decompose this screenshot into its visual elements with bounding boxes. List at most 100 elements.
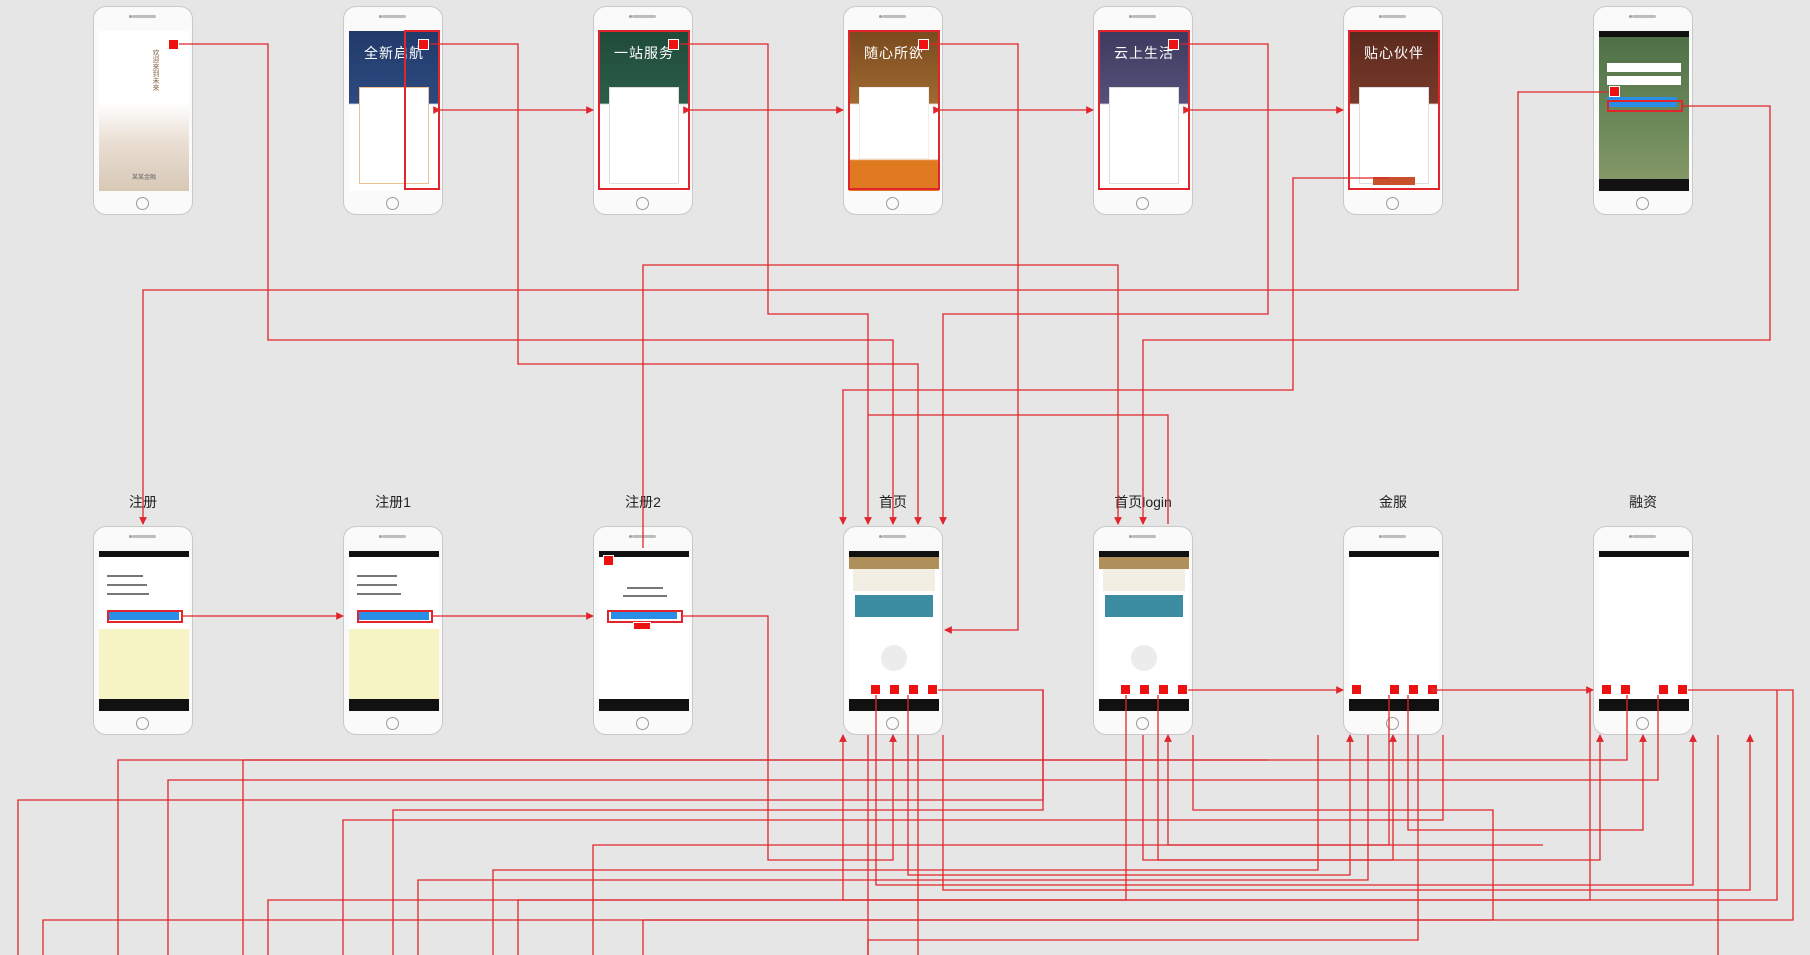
phone-register[interactable] [93,526,193,735]
tab-hotspot-4[interactable] [927,684,938,695]
tab-hotspot-2[interactable] [889,684,900,695]
camera-icon [879,15,882,18]
speaker-icon [1132,535,1156,538]
home-button-icon [1136,717,1149,730]
login-button[interactable] [1607,97,1677,107]
skip-hotspot[interactable] [918,39,929,50]
submit-button[interactable] [611,610,677,619]
phone-register1[interactable] [343,526,443,735]
splash-title: 一站服务 [614,46,674,62]
placeholder-icon [881,645,907,671]
home-button-icon [636,197,649,210]
speaker-icon [382,535,406,538]
start-button[interactable] [1373,177,1415,185]
promo-banner[interactable] [1105,595,1183,617]
tab-hotspot-4[interactable] [1677,684,1688,695]
tab-hotspot-3[interactable] [1408,684,1419,695]
speaker-icon [1132,15,1156,18]
next-hotspot-frame[interactable] [357,610,433,623]
tab-hotspot-1[interactable] [1120,684,1131,695]
welcome-text: 欢迎来到未来 [152,49,160,91]
tab-hotspot-3[interactable] [908,684,919,695]
speaker-icon [1632,535,1656,538]
skip-hotspot[interactable] [668,39,679,50]
text-line [357,575,397,577]
camera-icon [629,15,632,18]
resend-hotspot[interactable] [633,622,651,630]
system-nav-bar [1099,699,1189,711]
home-button-icon [1636,197,1649,210]
home-button-icon [1386,197,1399,210]
home-button-icon [1136,197,1149,210]
home-header [849,557,939,569]
screen-splash-1: 欢迎来到未来 某某金融 [99,31,189,191]
status-bar [1349,551,1439,557]
home-button-icon [886,717,899,730]
tab-hotspot-3[interactable] [1158,684,1169,695]
quick-entry-bar [1103,569,1185,591]
system-nav-bar [849,699,939,711]
feature-card [609,87,679,184]
system-nav-bar [599,699,689,711]
home-button-icon [886,197,899,210]
system-nav-bar [1599,699,1689,711]
feature-card [859,87,929,159]
feature-card [1359,87,1429,184]
login-hotspot-frame[interactable] [1607,100,1683,112]
tab-hotspot-3[interactable] [1658,684,1669,695]
screen-home-login [1099,551,1189,711]
keyboard-area [349,629,439,699]
status-bar [599,551,689,557]
screen-splash-2: 全新启航 [349,31,439,191]
screen-rongzi [1599,551,1689,711]
screen-splash-4: 随心所欲 [849,31,939,191]
tab-hotspot-1[interactable] [1601,684,1612,695]
back-hotspot[interactable] [603,555,614,566]
skip-hotspot[interactable] [1168,39,1179,50]
camera-icon [629,535,632,538]
status-bar [349,551,439,557]
phone-splash-3[interactable]: 一站服务 [593,6,693,215]
speaker-icon [882,535,906,538]
screen-register [99,551,189,711]
camera-icon [1379,15,1382,18]
speaker-icon [382,15,406,18]
password-input[interactable] [1607,76,1681,85]
camera-icon [129,535,132,538]
camera-icon [1129,535,1132,538]
tab-hotspot-2[interactable] [1139,684,1150,695]
text-line [357,593,401,595]
home-button-icon [136,197,149,210]
screen-splash-3: 一站服务 [599,31,689,191]
phone-input[interactable] [1607,63,1681,72]
phone-splash-6[interactable]: 贴心伙伴 [1343,6,1443,215]
tab-hotspot-1[interactable] [870,684,881,695]
camera-icon [1379,535,1382,538]
register-hotspot[interactable] [1609,86,1620,97]
feature-card [359,87,429,184]
quick-entry-bar [853,569,935,591]
speaker-icon [632,15,656,18]
tab-hotspot-2[interactable] [1389,684,1400,695]
promo-banner[interactable] [855,595,933,617]
keyboard-area [99,629,189,699]
phone-jinfu[interactable] [1343,526,1443,735]
phone-home-login[interactable] [1093,526,1193,735]
home-button-icon [136,717,149,730]
system-nav-bar [349,699,439,711]
tab-hotspot-1[interactable] [1351,684,1362,695]
tab-hotspot-2[interactable] [1620,684,1631,695]
speaker-icon [1382,15,1406,18]
skip-hotspot[interactable] [418,39,429,50]
system-nav-bar [99,699,189,711]
swipe-hotspot-frame[interactable] [1348,30,1440,190]
next-button[interactable] [109,612,179,620]
next-hotspot-frame[interactable] [107,610,183,623]
skip-hotspot[interactable] [168,39,179,50]
tab-hotspot-4[interactable] [1177,684,1188,695]
next-button[interactable] [359,612,429,620]
speaker-icon [1382,535,1406,538]
camera-icon [1629,535,1632,538]
phone-rongzi[interactable] [1593,526,1693,735]
